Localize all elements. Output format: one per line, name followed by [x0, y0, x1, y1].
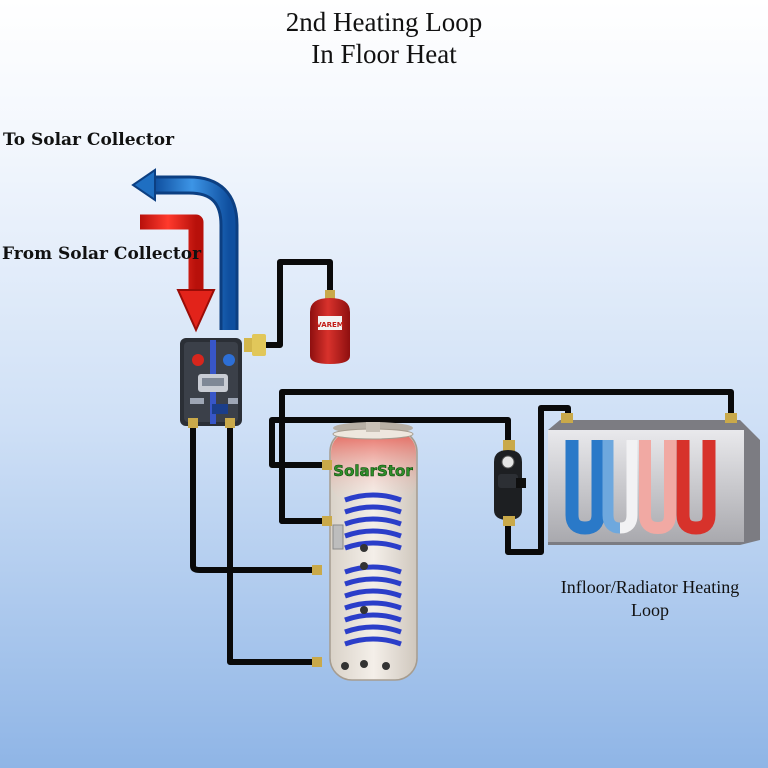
return-pipe-lower-coil: [227, 417, 315, 665]
storage-tank: SolarStor: [312, 422, 418, 681]
radiator-warm-loops: [619, 440, 676, 535]
title-line-1: 2nd Heating Loop: [285, 7, 483, 37]
solar-pump-station: [180, 334, 266, 428]
pump-to-radiator-pipe: [505, 405, 571, 555]
radiator-hot-loops: [676, 440, 716, 535]
heating-loop-label-line-1: Infloor/Radiator Heating: [560, 577, 740, 597]
expansion-pipe: [259, 259, 333, 348]
lower-heat-exchanger-coil: [344, 564, 402, 647]
title-line-2: In Floor Heat: [311, 39, 457, 69]
cold-return-arrow: [131, 168, 239, 330]
radiator-cold-loops: [565, 440, 621, 535]
to-solar-collector-label: To Solar Collector: [3, 130, 175, 150]
heating-loop-label: Infloor/Radiator Heating Loop: [530, 576, 768, 622]
radiator-panel: [548, 413, 760, 545]
expansion-tank: VAREM: [310, 290, 350, 364]
upper-heat-exchanger-coil: [344, 492, 402, 551]
hot-supply-arrow: [140, 214, 216, 333]
diagram-title: 2nd Heating Loop In Floor Heat: [0, 6, 768, 70]
supply-pipe-upper-coil: [190, 417, 315, 573]
tank-brand-label: SolarStor: [333, 462, 413, 480]
from-solar-collector-label: From Solar Collector: [2, 244, 202, 264]
expansion-tank-brand: VAREM: [316, 321, 344, 329]
pipework: [190, 259, 734, 665]
loop-tank-to-pump: [269, 417, 511, 468]
heating-loop-label-line-2: Loop: [631, 600, 669, 620]
loop-supply-pipe: [279, 389, 734, 524]
loop-circulator-pump: [494, 440, 526, 526]
